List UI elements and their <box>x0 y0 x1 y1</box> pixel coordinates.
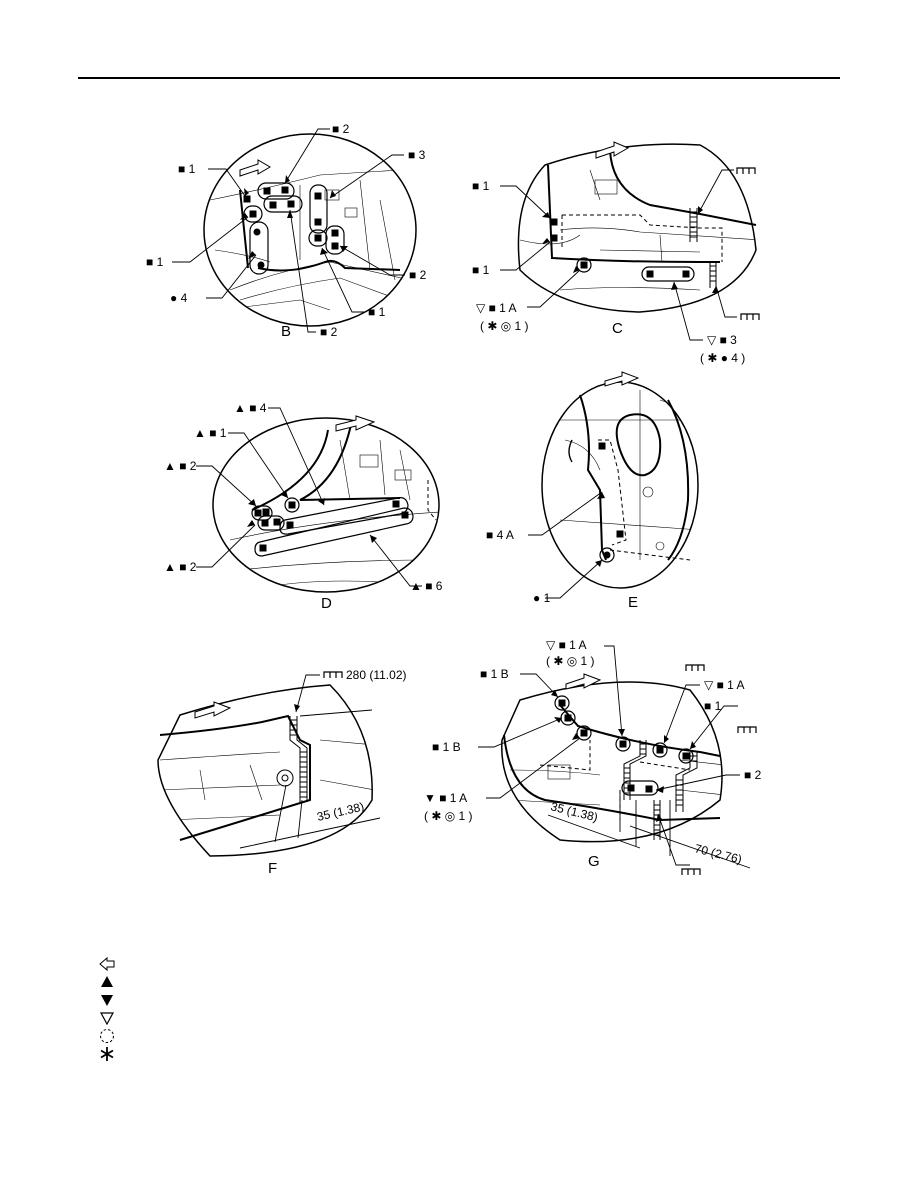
front-arrow-icon <box>99 956 115 972</box>
callout-b-1a: ■ 1 <box>178 162 196 176</box>
panel-f-detail: 280 (11.02) 35 (1.38) F <box>157 668 407 877</box>
panel-e-detail: ■ 4 A ● 1 E <box>486 371 699 611</box>
panel-c-label: C <box>612 320 623 337</box>
callout-b-2c: ■ 2 <box>320 325 338 339</box>
callout-c-1b: ■ 1 <box>472 263 490 277</box>
legend-row <box>98 991 116 1009</box>
panel-b-detail: ■ 2 ■ 1 ■ 3 ■ 1 ■ 2 ● 4 ■ 1 ■ 2 B <box>146 122 427 340</box>
filled-triangle-down-icon <box>101 995 113 1006</box>
callout-d-4: ▲ ■ 4 <box>234 401 267 415</box>
callout-g-1b-left: ■ 1 B <box>432 740 461 754</box>
callout-b-1c: ■ 1 <box>368 305 386 319</box>
weld-bead-icon <box>681 868 701 875</box>
legend-row <box>98 1027 116 1045</box>
callout-d-6: ▲ ■ 6 <box>410 579 443 593</box>
callout-b-2a: ■ 2 <box>332 122 350 136</box>
weld-bead-icon <box>685 664 705 671</box>
callout-g-2: ■ 2 <box>744 768 762 782</box>
callout-c-3-sub: ( ✱ ● 4 ) <box>700 351 745 365</box>
reference-link-right[interactable] <box>738 1061 798 1075</box>
callout-c-3: ▽ ■ 3 <box>707 333 737 347</box>
callout-d-1: ▲ ■ 1 <box>194 426 227 440</box>
open-triangle-down-icon <box>99 1012 115 1026</box>
callout-c-1a-spot: ▽ ■ 1 A <box>476 301 517 315</box>
panel-d-detail: ▲ ■ 4 ▲ ■ 1 ▲ ■ 2 ▲ ■ 2 ▲ ■ 6 D <box>164 401 443 612</box>
legend <box>98 955 116 1063</box>
panel-d-label: D <box>321 595 332 612</box>
weld-bead-icon <box>736 167 756 174</box>
callout-g-1a-top-sub: ( ✱ ◎ 1 ) <box>546 654 595 668</box>
dashed-circle-icon <box>100 1029 114 1043</box>
filled-triangle-up-icon <box>101 976 113 987</box>
panel-g-label: G <box>588 853 600 870</box>
callout-b-3: ■ 3 <box>408 148 426 162</box>
callout-b-1b: ■ 1 <box>146 255 164 269</box>
spot-weld-diagram: ■ 2 ■ 1 ■ 3 ■ 1 ■ 2 ● 4 ■ 1 ■ 2 B <box>146 122 762 877</box>
callout-b-4: ● 4 <box>170 291 188 305</box>
callout-g-1: ■ 1 <box>704 699 722 713</box>
weld-bead-icon <box>323 671 343 678</box>
asterisk-icon <box>100 1047 114 1061</box>
callout-e-4a: ■ 4 A <box>486 528 514 542</box>
callout-e-1: ● 1 <box>533 591 551 605</box>
callout-g-70: 70 (2.76) <box>693 841 743 866</box>
panel-e-label: E <box>628 594 638 611</box>
weld-bead-icon <box>737 726 757 733</box>
callout-g-1a-bottom-sub: ( ✱ ◎ 1 ) <box>424 809 473 823</box>
callout-g-1a-bottom: ▼ ■ 1 A <box>424 791 467 805</box>
legend-row <box>98 955 116 973</box>
callout-d-2b: ▲ ■ 2 <box>164 560 197 574</box>
legend-row <box>98 1009 116 1027</box>
callout-f-35: 35 (1.38) <box>316 799 366 823</box>
legend-row <box>98 1045 116 1063</box>
weld-bead-icon <box>740 313 760 320</box>
callout-g-1a-top: ▽ ■ 1 A <box>546 638 587 652</box>
callout-d-2a: ▲ ■ 2 <box>164 459 197 473</box>
legend-row <box>98 973 116 991</box>
panel-b-label: B <box>281 323 291 340</box>
panel-g-detail: ▽ ■ 1 A ( ✱ ◎ 1 ) ■ 1 B ▽ ■ 1 A ■ 1 ■ 1 … <box>424 638 762 875</box>
callout-g-1b-top: ■ 1 B <box>480 667 509 681</box>
callout-g-1a-right: ▽ ■ 1 A <box>704 678 745 692</box>
callout-g-35: 35 (1.38) <box>549 799 599 824</box>
callout-f-280: 280 (11.02) <box>346 668 407 682</box>
panel-c-detail: ■ 1 ■ 1 ▽ ■ 1 A ( ✱ ◎ 1 ) ▽ ■ 3 ( ✱ ● 4 … <box>472 141 760 365</box>
header-rule <box>78 77 840 79</box>
panel-f-label: F <box>268 860 277 877</box>
reference-link-left[interactable] <box>100 1078 310 1092</box>
callout-c-1a: ■ 1 <box>472 179 490 193</box>
callout-b-2b: ■ 2 <box>409 268 427 282</box>
callout-c-1a-sub: ( ✱ ◎ 1 ) <box>480 319 529 333</box>
